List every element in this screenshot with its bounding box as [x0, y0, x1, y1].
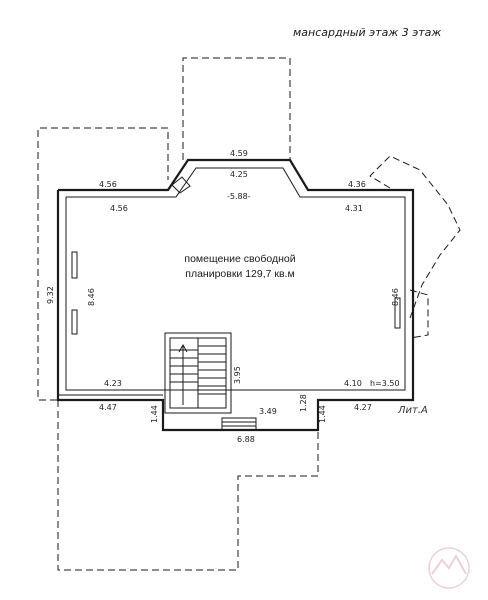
dim-top-bay-outer: 4.59 — [230, 149, 248, 158]
entry-steps — [221, 417, 257, 431]
room-area: планировки 129,7 кв.м — [185, 268, 294, 280]
dim-bottom-right-inner: 4.10 — [344, 379, 362, 388]
dim-landing-left: 1.44 — [150, 405, 159, 423]
staircase — [164, 332, 232, 414]
dim-right-top-inner: 4.31 — [345, 204, 363, 213]
dim-right-top-outer: 4.36 — [348, 180, 366, 189]
dim-bottom-left-outer: 4.47 — [99, 403, 117, 412]
mountain-logo-icon — [428, 547, 470, 589]
dim-porch: 6.88 — [237, 435, 255, 444]
room-name: помещение свободной — [184, 253, 295, 265]
dim-corridor-depth: 1.28 — [299, 394, 308, 412]
dashed-outlines — [37, 57, 461, 571]
dim-stair-width: 3.95 — [233, 366, 242, 384]
dim-left-height: 8.46 — [87, 288, 96, 306]
window-marks — [71, 251, 401, 335]
dim-left-top-outer: 4.56 — [99, 180, 117, 189]
dim-right-height: 8.46 — [391, 288, 400, 306]
ceiling-height: h=3.50 — [370, 379, 400, 388]
dim-bottom-left-inner: 4.23 — [104, 379, 122, 388]
dim-left-top-inner: 4.56 — [110, 204, 128, 213]
dim-left-outer-height: 9.32 — [46, 286, 55, 304]
dim-corridor: 3.49 — [259, 407, 277, 416]
lit-label: Лит.А — [397, 405, 428, 416]
dim-landing-right: 1.44 — [318, 405, 327, 423]
dim-bottom-right-outer: 4.27 — [354, 403, 372, 412]
dim-top-bay-inner: 4.25 — [230, 170, 248, 179]
floor-title: мансардный этаж 3 этаж — [293, 26, 441, 39]
dim-top-inner-span: -5.88- — [227, 192, 251, 201]
